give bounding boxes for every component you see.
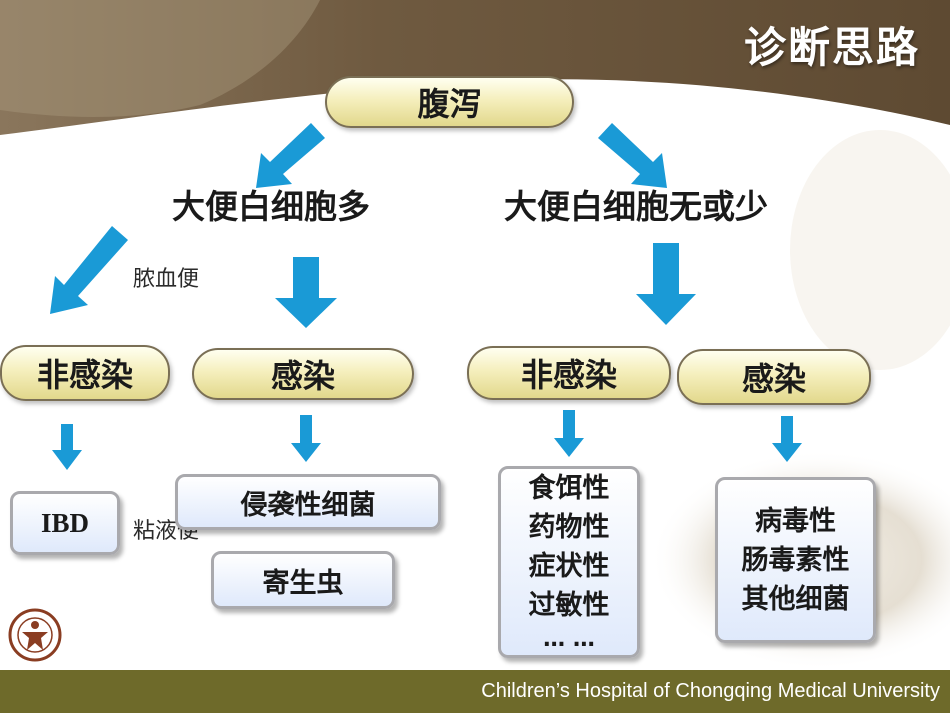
arrow-small-3 bbox=[554, 410, 584, 457]
node-invasive-bacteria: 侵袭性细菌 bbox=[175, 474, 441, 530]
hospital-logo-icon bbox=[8, 608, 62, 662]
node-left-infectious: 感染 bbox=[192, 348, 414, 400]
node-right-infectious: 感染 bbox=[677, 349, 871, 405]
cause-other-bacteria: 其他细菌 bbox=[741, 583, 850, 615]
node-left-noninfectious: 非感染 bbox=[0, 345, 170, 401]
arrow-left-diagonal bbox=[50, 226, 128, 314]
node-parasite: 寄生虫 bbox=[211, 551, 395, 609]
node-noninfectious-causes: 食饵性 药物性 症状性 过敏性 … … bbox=[498, 466, 640, 658]
arrow-small-2 bbox=[291, 415, 321, 462]
cause-allergic: 过敏性 bbox=[528, 590, 610, 621]
cause-symptomatic: 症状性 bbox=[528, 551, 610, 582]
cause-enterotoxin: 肠毒素性 bbox=[741, 544, 850, 576]
cause-drug: 药物性 bbox=[528, 512, 610, 543]
cause-viral: 病毒性 bbox=[755, 505, 836, 537]
cause-dietary: 食饵性 bbox=[528, 473, 610, 504]
arrow-root-right bbox=[598, 123, 667, 188]
arrow-right-down bbox=[636, 243, 696, 325]
arrow-left-down bbox=[275, 257, 337, 328]
arrow-root-left bbox=[256, 123, 325, 188]
footer-text: Children’s Hospital of Chongqing Medical… bbox=[481, 680, 940, 702]
node-right-noninfectious: 非感染 bbox=[467, 346, 671, 400]
heading-low-wbc: 大便白细胞无或少 bbox=[504, 187, 768, 226]
cause-more: … … bbox=[543, 627, 595, 652]
page-title: 诊断思路 bbox=[743, 23, 920, 72]
footer-bar: Children’s Hospital of Chongqing Medical… bbox=[0, 670, 950, 713]
node-ibd: IBD bbox=[10, 491, 120, 555]
arrow-small-1 bbox=[52, 424, 82, 470]
heading-high-wbc: 大便白细胞多 bbox=[172, 187, 370, 226]
arrow-small-4 bbox=[772, 416, 802, 462]
note-pus-blood: 脓血便 bbox=[133, 267, 200, 292]
node-infectious-causes: 病毒性 肠毒素性 其他细菌 bbox=[715, 477, 876, 643]
node-diarrhea: 腹泻 bbox=[325, 76, 574, 128]
